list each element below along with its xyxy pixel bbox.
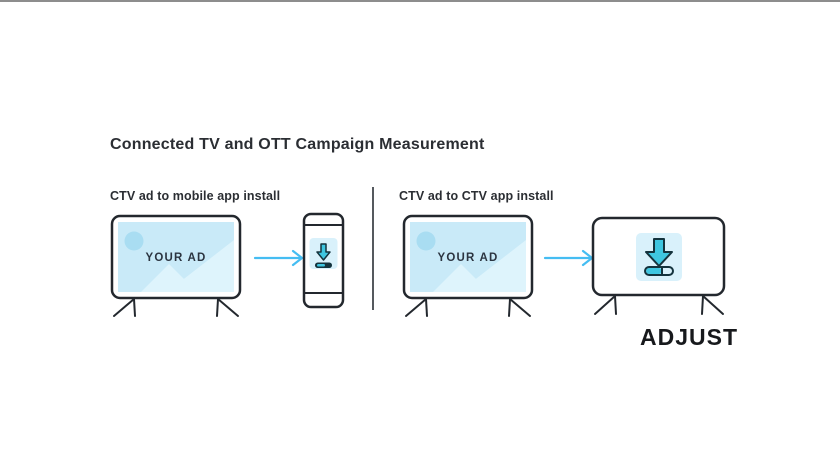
page-title: Connected TV and OTT Campaign Measuremen… [110,136,485,153]
tv-icon [402,214,534,317]
section-label-ctv-install: CTV ad to CTV app install [399,189,554,203]
your-ad-text: YOUR AD [145,252,207,264]
section-label-mobile-install: CTV ad to mobile app install [110,189,281,203]
top-edge-line [0,0,840,2]
your-ad-text: YOUR AD [437,252,499,264]
tv-icon [110,214,242,317]
phone-icon [302,212,345,309]
section-divider [372,187,374,310]
download-icon [636,233,682,281]
ctv-target-icon [591,216,726,315]
download-icon [309,238,338,269]
arrow-right-icon [253,249,304,267]
adjust-logo: ADJUST [640,324,739,350]
